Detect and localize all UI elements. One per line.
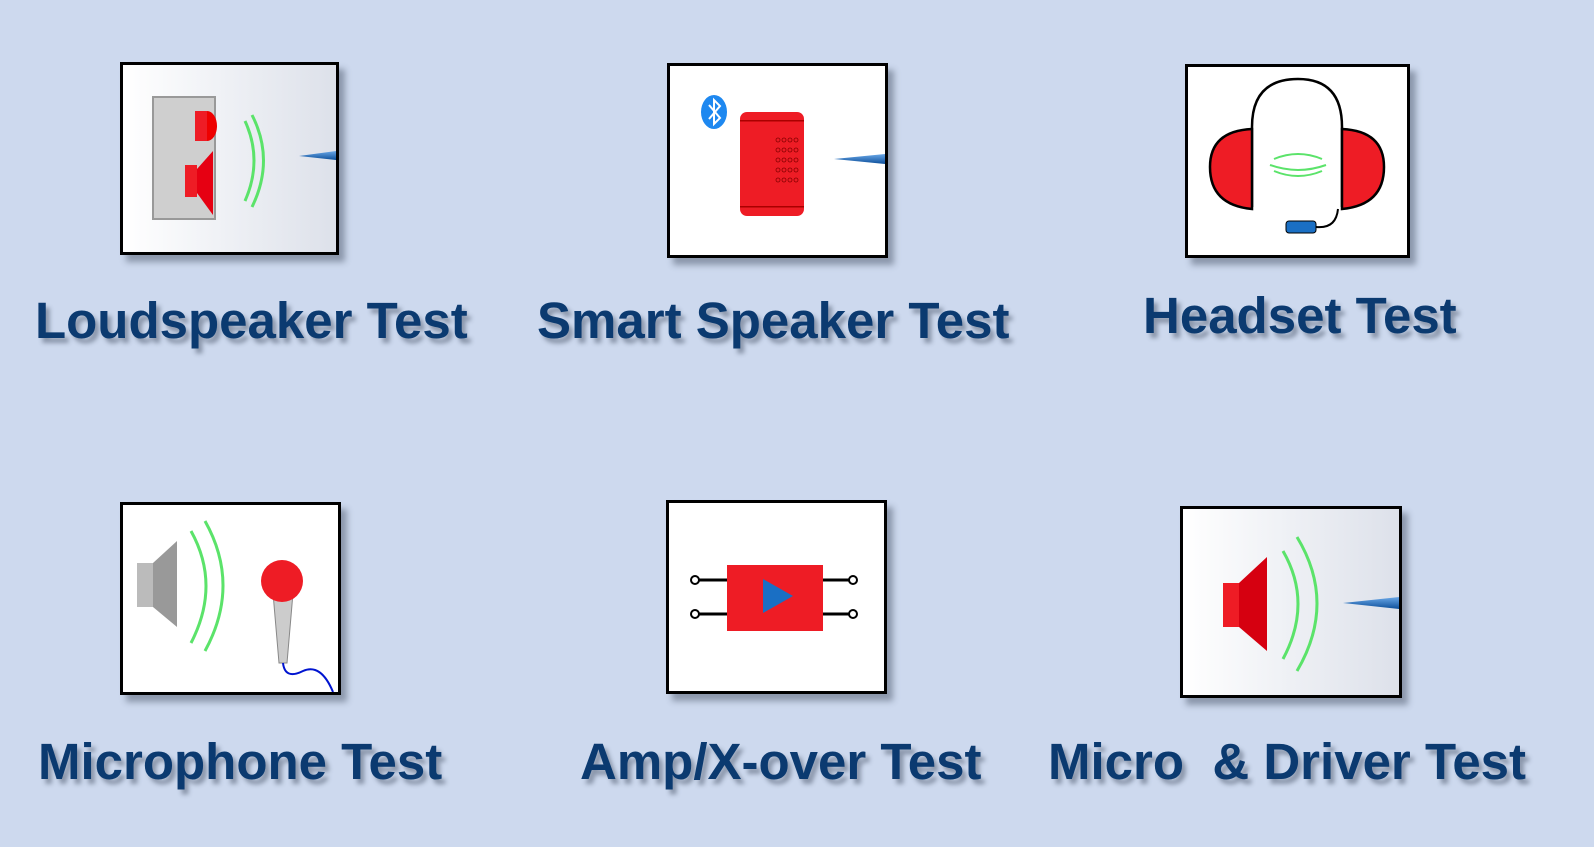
micro-driver-test-tile[interactable] bbox=[1180, 506, 1402, 698]
micro-driver-icon bbox=[1183, 509, 1399, 695]
smart-speaker-test-label[interactable]: Smart Speaker Test bbox=[537, 292, 1010, 349]
amp-xover-test-tile[interactable] bbox=[666, 500, 887, 694]
amp-xover-test-label[interactable]: Amp/X-over Test bbox=[580, 733, 982, 790]
amplifier-icon bbox=[669, 503, 884, 691]
microphone-icon bbox=[123, 505, 338, 692]
headset-test-label[interactable]: Headset Test bbox=[1143, 287, 1457, 344]
micro-driver-test-label[interactable]: Micro & Driver Test bbox=[1048, 733, 1527, 790]
loudspeaker-icon bbox=[123, 65, 336, 252]
loudspeaker-test-label[interactable]: Loudspeaker Test bbox=[35, 292, 468, 349]
microphone-test-label[interactable]: Microphone Test bbox=[38, 733, 443, 790]
headset-test-tile[interactable] bbox=[1185, 64, 1410, 258]
bluetooth-icon bbox=[701, 95, 727, 129]
smart-speaker-test-tile[interactable] bbox=[667, 63, 888, 258]
headset-icon bbox=[1188, 67, 1407, 255]
loudspeaker-test-tile[interactable] bbox=[120, 62, 339, 255]
microphone-test-tile[interactable] bbox=[120, 502, 341, 695]
smart-speaker-icon bbox=[670, 66, 885, 255]
